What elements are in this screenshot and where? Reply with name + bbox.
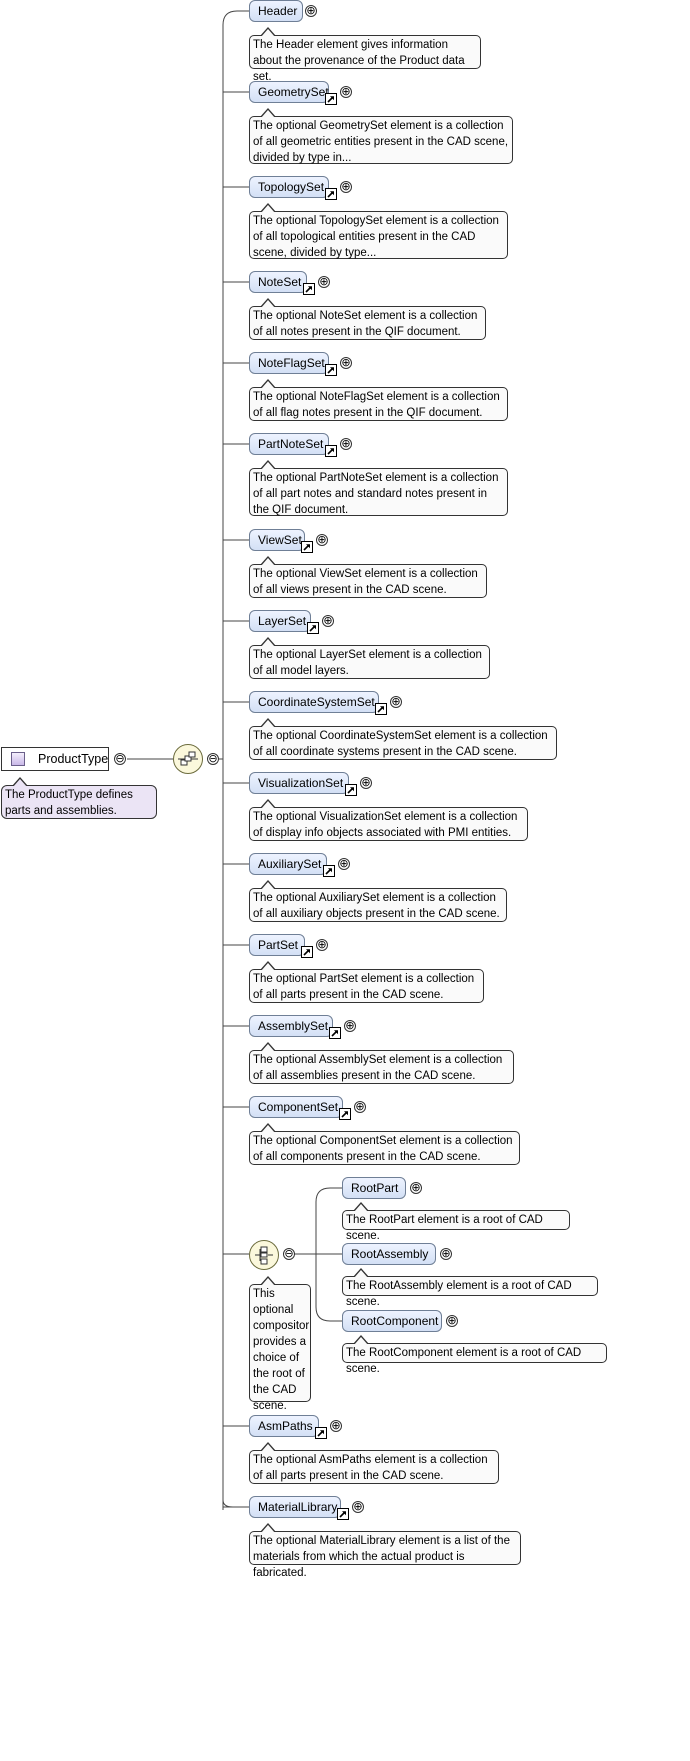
part-set-expand-icon[interactable]: ⊕ xyxy=(316,938,328,951)
choice-note: This optional compositor provides a choi… xyxy=(249,1276,311,1412)
root-component-expand-icon[interactable]: ⊕ xyxy=(446,1314,458,1327)
sequence-spine xyxy=(222,10,249,1510)
view-set-element[interactable]: ViewSet xyxy=(249,529,305,551)
shortcut-arrow-icon xyxy=(301,541,313,553)
product-type-note: The ProductType defines parts and assemb… xyxy=(1,777,157,819)
shortcut-arrow-icon xyxy=(323,865,335,877)
shortcut-arrow-icon xyxy=(345,784,357,796)
root-component-element[interactable]: RootComponent xyxy=(342,1310,442,1332)
root-part-element[interactable]: RootPart xyxy=(342,1177,406,1199)
sequence-spine-end xyxy=(222,1499,249,1508)
root-part-note: The RootPart element is a root of CAD sc… xyxy=(342,1202,570,1242)
part-set-note: The optional PartSet element is a collec… xyxy=(249,961,484,1003)
shortcut-arrow-icon xyxy=(325,93,337,105)
layer-set-note: The optional LayerSet element is a colle… xyxy=(249,637,490,679)
shortcut-arrow-icon xyxy=(337,1508,349,1520)
note-set-element[interactable]: NoteSet xyxy=(249,271,307,293)
view-set-note: The optional ViewSet element is a collec… xyxy=(249,556,487,598)
note-flag-set-element[interactable]: NoteFlagSet xyxy=(249,352,329,374)
assembly-set-element[interactable]: AssemblySet xyxy=(249,1015,333,1037)
header-expand-icon[interactable]: ⊕ xyxy=(305,4,317,17)
auxiliary-set-note: The optional AuxiliarySet element is a c… xyxy=(249,880,507,922)
asm-paths-note: The optional AsmPaths element is a colle… xyxy=(249,1442,499,1484)
shortcut-arrow-icon xyxy=(307,622,319,634)
assembly-set-note: The optional AssemblySet element is a co… xyxy=(249,1042,514,1084)
visualization-set-expand-icon[interactable]: ⊕ xyxy=(360,776,372,789)
coordinate-system-set-expand-icon[interactable]: ⊕ xyxy=(390,695,402,708)
coordinate-system-set-element[interactable]: CoordinateSystemSet xyxy=(249,691,379,713)
complex-type-icon xyxy=(11,752,25,766)
component-set-element[interactable]: ComponentSet xyxy=(249,1096,343,1118)
material-library-note: The optional MaterialLibrary element is … xyxy=(249,1523,521,1579)
part-note-set-element[interactable]: PartNoteSet xyxy=(249,433,329,455)
note-set-note: The optional NoteSet element is a collec… xyxy=(249,298,486,340)
geometry-set-note: The optional GeometrySet element is a co… xyxy=(249,108,513,164)
layer-set-expand-icon[interactable]: ⊕ xyxy=(322,614,334,627)
asm-paths-element[interactable]: AsmPaths xyxy=(249,1415,319,1437)
material-library-expand-icon[interactable]: ⊕ xyxy=(352,1500,364,1513)
part-note-set-note: The optional PartNoteSet element is a co… xyxy=(249,460,508,516)
shortcut-arrow-icon xyxy=(325,445,337,457)
geometry-set-element[interactable]: GeometrySet xyxy=(249,81,329,103)
product-type-box[interactable]: ProductType xyxy=(1,747,109,771)
shortcut-arrow-icon xyxy=(315,1427,327,1439)
shortcut-arrow-icon xyxy=(329,1027,341,1039)
note-flag-set-expand-icon[interactable]: ⊕ xyxy=(340,356,352,369)
choice-spine xyxy=(315,1187,342,1322)
shortcut-arrow-icon xyxy=(301,946,313,958)
auxiliary-set-element[interactable]: AuxiliarySet xyxy=(249,853,327,875)
sequence-compositor-icon[interactable] xyxy=(173,744,203,774)
shortcut-arrow-icon xyxy=(339,1108,351,1120)
choice-collapse-icon[interactable]: ⊖ xyxy=(283,1247,295,1260)
asm-paths-expand-icon[interactable]: ⊕ xyxy=(330,1419,342,1432)
topology-set-note: The optional TopologySet element is a co… xyxy=(249,203,508,259)
coordinate-system-set-note: The optional CoordinateSystemSet element… xyxy=(249,718,557,760)
shortcut-arrow-icon xyxy=(325,188,337,200)
sequence-collapse-icon[interactable]: ⊖ xyxy=(207,752,219,765)
note-flag-set-note: The optional NoteFlagSet element is a co… xyxy=(249,379,508,421)
visualization-set-note: The optional VisualizationSet element is… xyxy=(249,799,528,841)
component-set-expand-icon[interactable]: ⊕ xyxy=(354,1100,366,1113)
product-type-label: ProductType xyxy=(38,752,109,766)
shortcut-arrow-icon xyxy=(375,703,387,715)
root-assembly-note: The RootAssembly element is a root of CA… xyxy=(342,1268,598,1308)
shortcut-arrow-icon xyxy=(303,283,315,295)
view-set-expand-icon[interactable]: ⊕ xyxy=(316,533,328,546)
material-library-element[interactable]: MaterialLibrary xyxy=(249,1496,341,1518)
visualization-set-element[interactable]: VisualizationSet xyxy=(249,772,349,794)
root-assembly-expand-icon[interactable]: ⊕ xyxy=(440,1247,452,1260)
collapse-icon[interactable]: ⊖ xyxy=(114,752,126,765)
layer-set-element[interactable]: LayerSet xyxy=(249,610,311,632)
root-component-note: The RootComponent element is a root of C… xyxy=(342,1335,607,1375)
auxiliary-set-expand-icon[interactable]: ⊕ xyxy=(338,857,350,870)
assembly-set-expand-icon[interactable]: ⊕ xyxy=(344,1019,356,1032)
part-note-set-expand-icon[interactable]: ⊕ xyxy=(340,437,352,450)
topology-set-expand-icon[interactable]: ⊕ xyxy=(340,180,352,193)
header-element[interactable]: Header xyxy=(249,0,303,22)
topology-set-element[interactable]: TopologySet xyxy=(249,176,329,198)
header-note: The Header element gives information abo… xyxy=(249,27,481,83)
root-assembly-element[interactable]: RootAssembly xyxy=(342,1243,436,1265)
geometry-set-expand-icon[interactable]: ⊕ xyxy=(340,85,352,98)
note-set-expand-icon[interactable]: ⊕ xyxy=(318,275,330,288)
choice-compositor-icon[interactable] xyxy=(249,1240,279,1270)
component-set-note: The optional ComponentSet element is a c… xyxy=(249,1123,520,1165)
root-part-expand-icon[interactable]: ⊕ xyxy=(410,1181,422,1194)
shortcut-arrow-icon xyxy=(325,364,337,376)
part-set-element[interactable]: PartSet xyxy=(249,934,305,956)
